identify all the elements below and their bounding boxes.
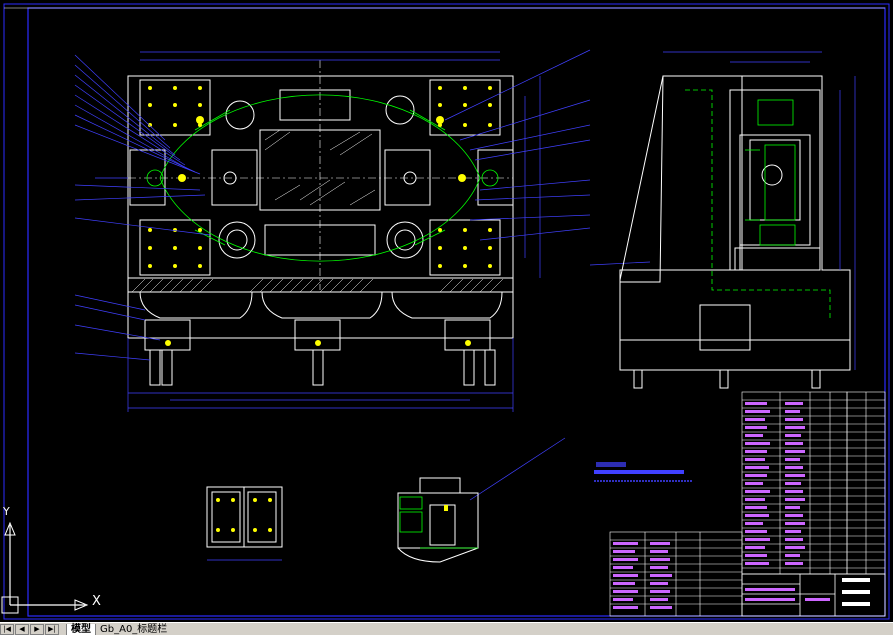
first-arrow-icon: |◀ bbox=[3, 625, 11, 633]
ucs-y-label: Y bbox=[3, 505, 10, 518]
detail-view-a-holes bbox=[216, 498, 272, 532]
first-tab-button[interactable]: |◀ bbox=[0, 623, 14, 635]
prev-tab-button[interactable]: ◀ bbox=[15, 623, 29, 635]
side-view[interactable] bbox=[619, 75, 851, 389]
detail-view-b-green bbox=[399, 496, 478, 549]
title-block[interactable] bbox=[741, 573, 886, 617]
parts-list-text bbox=[613, 402, 830, 609]
front-view-green-arcs bbox=[146, 94, 499, 262]
side-view-dimensions bbox=[663, 51, 856, 370]
cad-drawing[interactable] bbox=[0, 0, 893, 622]
detail-view-b-yellow bbox=[444, 505, 448, 511]
side-view-green bbox=[685, 89, 831, 320]
tab-model[interactable]: 模型 bbox=[66, 623, 95, 635]
front-view[interactable] bbox=[127, 60, 514, 386]
detail-view-a[interactable] bbox=[206, 486, 283, 548]
ucs-icon bbox=[1, 521, 89, 614]
parts-list-right[interactable] bbox=[741, 391, 886, 575]
detail-view-b[interactable] bbox=[397, 477, 479, 563]
next-arrow-icon: ▶ bbox=[34, 625, 40, 633]
last-tab-button[interactable]: ▶| bbox=[45, 623, 59, 635]
bolt-holes bbox=[148, 86, 492, 346]
technical-notes bbox=[594, 462, 692, 482]
outer-border bbox=[3, 3, 890, 620]
last-arrow-icon: ▶| bbox=[48, 625, 56, 633]
layout-tab-bar: |◀ ◀ ▶ ▶| 模型 Gb_A0_标题栏 bbox=[0, 622, 893, 635]
tab-gb-a0-title-block[interactable]: Gb_A0_标题栏 bbox=[95, 623, 171, 635]
front-view-dimensions bbox=[74, 49, 651, 501]
ucs-x-label: X bbox=[92, 594, 101, 609]
prev-arrow-icon: ◀ bbox=[19, 625, 25, 633]
next-tab-button[interactable]: ▶ bbox=[30, 623, 44, 635]
drawing-canvas[interactable]: Y X bbox=[0, 0, 893, 622]
